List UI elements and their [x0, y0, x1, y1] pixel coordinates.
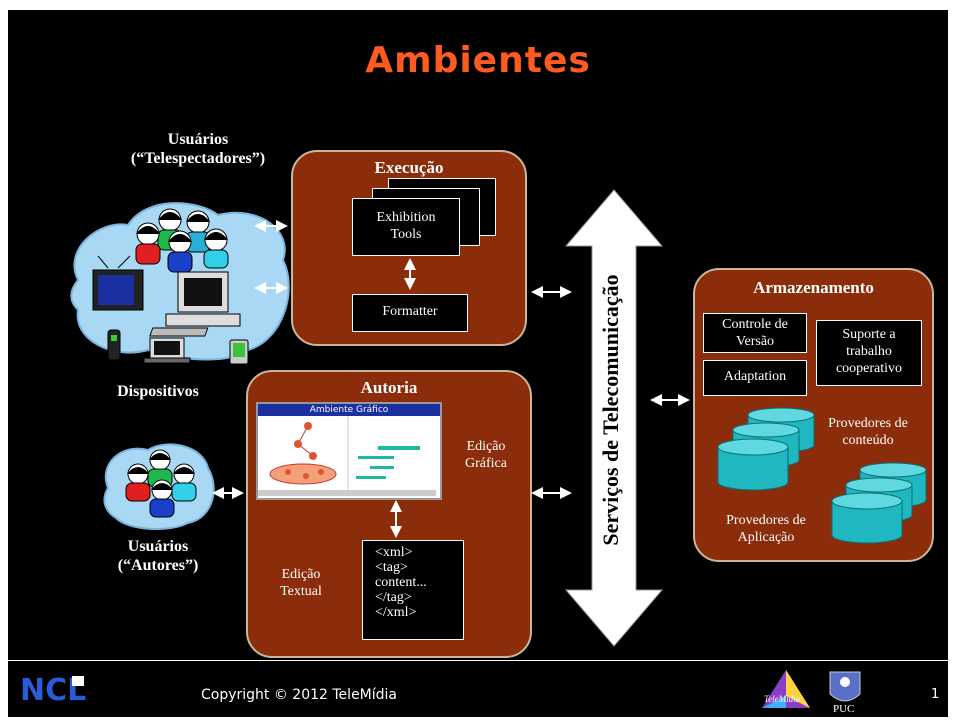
xml-document: <xml> <tag> content... </tag> </xml> [362, 540, 464, 640]
providers-line2: Serviços de Telecomunicação [598, 274, 623, 546]
viewers-label: Usuários (“Telespectadores”) [98, 130, 298, 168]
computer-icon [149, 271, 241, 337]
footer-divider [8, 660, 948, 661]
application-db-icon [831, 462, 927, 544]
viewers-label-line2: (“Telespectadores”) [130, 150, 266, 167]
code-line-1: <xml> [375, 545, 413, 560]
app-providers-line2: Aplicação [737, 530, 795, 545]
page-number: 1 [931, 687, 940, 702]
textual-edition-line2: Textual [280, 584, 322, 599]
code-line-5: </xml> [375, 605, 417, 620]
phone-icon [107, 329, 121, 361]
version-control-line1: Controle de [722, 317, 788, 332]
coop-line2: trabalho [846, 344, 892, 359]
autoria-title: Autoria [360, 378, 418, 397]
graphic-canvas [258, 416, 436, 496]
timeline-bars-icon [356, 446, 420, 479]
pda-icon [229, 339, 249, 365]
execucao-title: Execução [374, 158, 444, 177]
institution-logos: TeleMídia PUC [762, 670, 861, 715]
graphic-environment-window: Ambiente Gráfico [256, 402, 442, 500]
viewers-people-icon [135, 208, 229, 273]
exhibition-tools-box: Exhibition Tools [352, 198, 460, 256]
textual-edition-line1: Edição [281, 567, 321, 582]
code-line-3: content... [375, 575, 427, 590]
authors-people-icon [125, 449, 197, 518]
copyright-text: Copyright © 2012 TeleMídia [201, 687, 397, 703]
providers-double-arrow [564, 189, 664, 647]
node-graph-icon [269, 422, 337, 485]
authors-illustration [103, 443, 215, 530]
graphic-edition-label: Edição Gráfica [456, 438, 516, 472]
content-providers-line1: Provedores de [828, 416, 908, 431]
textual-edition-label: Edição Textual [271, 566, 331, 600]
version-control-box: Controle de Versão [703, 313, 807, 353]
version-control-line2: Versão [735, 334, 775, 349]
content-providers-line2: conteúdo [842, 433, 894, 448]
telemidia-logo-text: TeleMídia [764, 694, 801, 704]
slide: Ambientes Usuários (“Telespectadores”) [8, 10, 948, 717]
graphic-edition-line2: Gráfica [465, 456, 507, 471]
content-providers-label: Provedores de conteúdo [812, 415, 924, 449]
coop-line3: cooperativo [835, 361, 903, 376]
code-line-2: <tag> [375, 560, 408, 575]
formatter-box: Formatter [352, 294, 468, 332]
ncl-logo: NCL [20, 673, 86, 708]
providers-label: Provedores de Serviços de Telecomunicaçã… [569, 200, 659, 620]
databases-illustration [717, 407, 927, 544]
exhibition-tools-line1: Exhibition [376, 210, 436, 225]
tv-icon [92, 255, 144, 311]
exhibition-tools-line2: Tools [390, 227, 422, 242]
connector-arrows [212, 220, 690, 538]
viewers-devices-illustration [70, 202, 290, 365]
coop-line1: Suporte a [842, 327, 896, 342]
authors-label-line2: (“Autores”) [117, 557, 199, 574]
content-db-icon [717, 407, 815, 491]
armazenamento-title: Armazenamento [753, 278, 874, 297]
puc-logo-icon: PUC [829, 671, 861, 715]
app-providers-line1: Provedores de [726, 513, 806, 528]
graphic-edition-line1: Edição [466, 439, 506, 454]
providers-line1: Provedores de [570, 343, 595, 477]
window-titlebar: Ambiente Gráfico [258, 404, 440, 416]
slide-title: Ambientes [365, 40, 591, 81]
laptop-icon [143, 337, 191, 364]
code-line-4: </tag> [375, 590, 412, 605]
cooperative-support-box: Suporte a trabalho cooperativo [816, 320, 922, 386]
telemidia-logo-icon: TeleMídia [762, 670, 810, 708]
devices-label: Dispositivos [117, 383, 199, 400]
app-providers-label: Provedores de Aplicação [710, 512, 822, 546]
adaptation-box: Adaptation [703, 360, 807, 396]
authors-label-line1: Usuários [127, 538, 189, 555]
puc-logo-text: PUC [833, 703, 854, 715]
authors-label: Usuários (“Autores”) [88, 537, 228, 575]
viewers-label-line1: Usuários [167, 131, 229, 148]
